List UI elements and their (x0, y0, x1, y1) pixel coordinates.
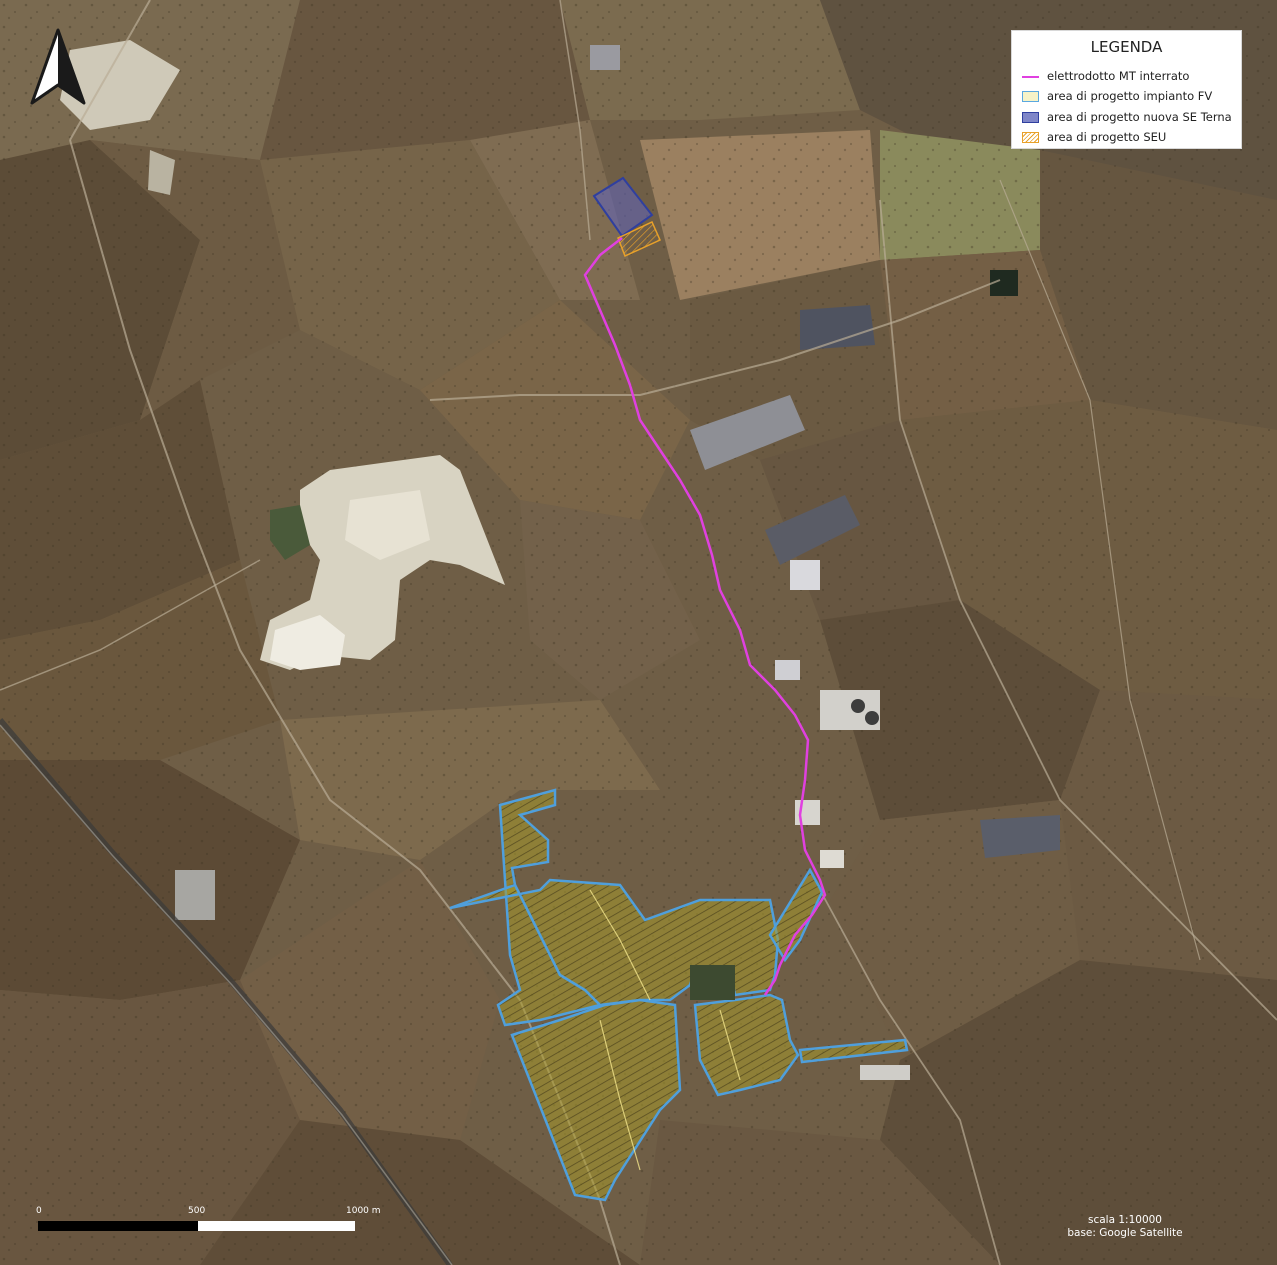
scale-tick-500: 500 (188, 1206, 206, 1216)
seu-project-area (617, 220, 661, 258)
base-source: base: Google Satellite (1067, 1227, 1183, 1239)
north-arrow-icon (30, 28, 86, 105)
scale-info: scala 1:10000 base: Google Satellite (1040, 1214, 1210, 1240)
fv-project-area (449, 788, 909, 1202)
scale-tick-1000: 1000 m (346, 1206, 381, 1216)
fv-area-swatch-icon (1022, 90, 1039, 102)
se-terna-project-area (592, 176, 654, 238)
legend-item-mt-cable: elettrodotto MT interrato (1022, 68, 1189, 84)
legend-item-seu: area di progetto SEU (1022, 129, 1166, 145)
seu-swatch-icon (1022, 131, 1039, 143)
mt-cable-route (583, 237, 827, 996)
quarry-area (60, 40, 180, 195)
legend-item-fv-area: area di progetto impianto FV (1022, 88, 1212, 104)
legend-title: LEGENDA (1090, 38, 1163, 56)
legend-item-label: area di progetto nuova SE Terna (1047, 110, 1232, 124)
scale-tick-0: 0 (36, 1206, 42, 1216)
magenta-line-icon (1022, 75, 1039, 78)
legend-item-se-terna: area di progetto nuova SE Terna (1022, 109, 1232, 125)
scale-ratio: scala 1:10000 (1088, 1214, 1162, 1226)
scale-bar (38, 1221, 355, 1231)
solar-fields (175, 45, 1060, 1080)
legend: LEGENDA elettrodotto MT interrato area d… (1011, 30, 1242, 149)
legend-item-label: area di progetto impianto FV (1047, 89, 1213, 103)
se-terna-swatch-icon (1022, 111, 1039, 123)
legend-item-label: elettrodotto MT interrato (1047, 69, 1190, 83)
quarry-area (260, 455, 505, 670)
legend-item-label: area di progetto SEU (1047, 130, 1167, 144)
